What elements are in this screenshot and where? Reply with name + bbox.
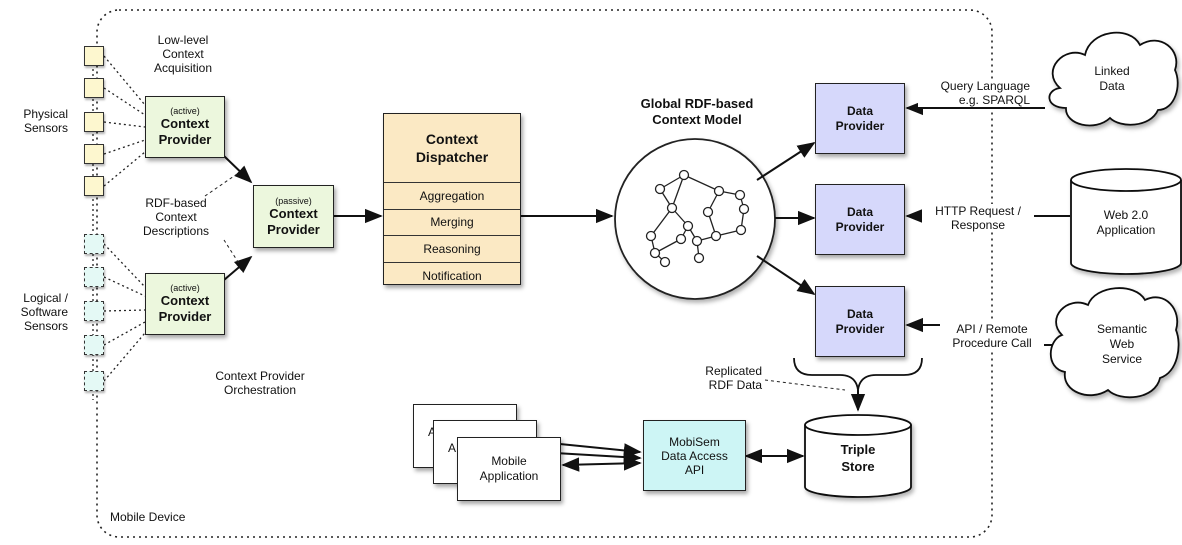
data-provider-brace — [793, 357, 923, 391]
provider-mode: (active) — [170, 283, 200, 293]
logical-sensor — [84, 301, 104, 321]
passive-context-provider: (passive) Context Provider — [253, 185, 334, 248]
dispatcher-title: Context Dispatcher — [384, 114, 520, 183]
mobile-application: Mobile Application — [457, 437, 561, 501]
physical-sensor — [84, 144, 104, 164]
logical-sensor — [84, 335, 104, 355]
dispatcher-section-merging: Merging — [384, 210, 520, 237]
data-provider-2: Data Provider — [815, 184, 905, 255]
low-level-acquisition-label: Low-level Context Acquisition — [153, 33, 213, 75]
arrow-active1-passive — [223, 155, 253, 184]
triple-store-cylinder — [804, 414, 912, 498]
dispatcher-section-reasoning: Reasoning — [384, 236, 520, 263]
dispatcher-section-notification: Notification — [422, 268, 482, 283]
provider-mode: (active) — [170, 106, 200, 116]
logical-sensor — [84, 234, 104, 254]
linked-data-label: Linked Data — [1094, 64, 1130, 93]
physical-sensor — [84, 78, 104, 98]
context-dispatcher: Context Dispatcher Aggregation Merging R… — [383, 113, 521, 285]
http-label: HTTP Request / Response — [922, 204, 1034, 232]
replicated-annotation-line — [764, 379, 846, 391]
query-language-label: Query Language e.g. SPARQL — [918, 79, 1030, 107]
logical-sensor — [84, 371, 104, 391]
provider-name: Context Provider — [267, 205, 320, 237]
rdf-annotation-line-1 — [204, 173, 238, 197]
arrow-app-api-3 — [561, 456, 642, 472]
replicated-label: Replicated RDF Data — [705, 364, 762, 392]
provider-name: Context Provider — [158, 293, 212, 324]
web20-label: Web 2.0 Application — [1096, 208, 1156, 237]
global-model-circle — [614, 138, 776, 300]
physical-sensor-links — [103, 55, 146, 187]
data-provider-3: Data Provider — [815, 286, 905, 357]
api-rpc-label: API / Remote Procedure Call — [940, 322, 1044, 350]
rdf-graph-icon — [645, 169, 750, 268]
global-model-title: Global RDF-based Context Model — [640, 96, 754, 127]
provider-mode: (passive) — [275, 195, 312, 206]
arrow-model-dp1 — [756, 142, 816, 181]
physical-sensors-label: Physical Sensors — [23, 107, 68, 135]
semantic-web-cloud — [1049, 287, 1180, 399]
mobile-device-label: Mobile Device — [110, 510, 186, 524]
physical-sensor — [84, 112, 104, 132]
linked-data-cloud — [1048, 31, 1179, 127]
web20-cylinder — [1070, 168, 1182, 275]
arrow-model-dp3 — [756, 255, 816, 295]
orchestration-label: Context Provider Orchestration — [215, 369, 305, 397]
dispatcher-section-aggregation: Aggregation — [384, 183, 520, 210]
arrow-active2-passive — [223, 255, 253, 281]
active-context-provider-2: (active) Context Provider — [145, 273, 225, 335]
triple-store-label: Triple Store — [840, 442, 876, 474]
logical-sensor — [84, 267, 104, 287]
data-provider-1: Data Provider — [815, 83, 905, 154]
semantic-web-label: Semantic Web Service — [1096, 322, 1148, 366]
rdf-descriptions-label: RDF-based Context Descriptions — [142, 196, 210, 238]
mobisem-api: MobiSem Data Access API — [643, 420, 746, 491]
physical-sensor — [84, 46, 104, 66]
rdf-annotation-line-2 — [223, 239, 241, 266]
logical-sensors-label: Logical / Software Sensors — [20, 291, 68, 333]
logical-sensor-links — [103, 243, 146, 382]
physical-sensor — [84, 176, 104, 196]
provider-name: Context Provider — [158, 116, 212, 147]
active-context-provider-1: (active) Context Provider — [145, 96, 225, 158]
